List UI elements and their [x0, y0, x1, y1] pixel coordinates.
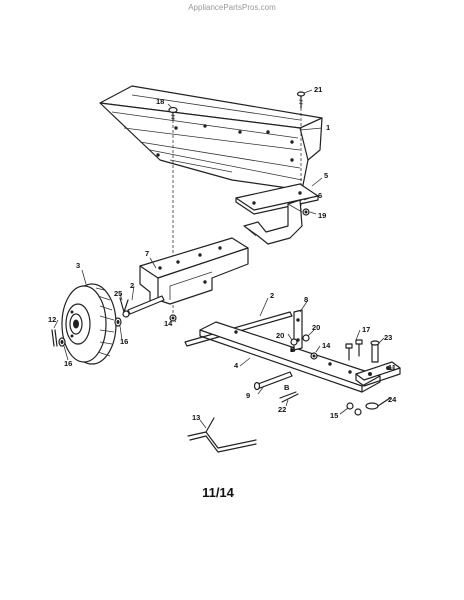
nut-20-upper: [302, 334, 310, 342]
axle-stub-part: [122, 295, 165, 318]
nut-15: [346, 402, 362, 416]
bolt-9: [253, 371, 293, 391]
cotter-pin-12: [51, 329, 58, 347]
page-number: 11/14: [202, 485, 235, 500]
carriage-bolt-18: [168, 106, 178, 121]
callout-1: 1: [326, 123, 330, 132]
callout-leaders: [53, 89, 394, 429]
callout-21: 21: [314, 85, 322, 94]
carriage-bolt-21: [296, 91, 306, 109]
callout-17: 17: [362, 325, 370, 334]
watermark-text: AppliancePartsPros.com: [188, 3, 276, 12]
wheel-part: [61, 283, 117, 365]
callout-16-left: 16: [64, 359, 72, 368]
hex-bolt-17: [345, 339, 363, 361]
callout-6: 6: [318, 191, 322, 200]
callout-18: 18: [156, 97, 164, 106]
tow-bar-part: [199, 321, 381, 393]
callout-13: 13: [192, 413, 200, 422]
callout-2-handle-tube: 2: [270, 291, 274, 300]
callout-20-upper: 20: [312, 323, 320, 332]
callout-8: 8: [304, 295, 308, 304]
callout-14-lower: 14: [164, 319, 173, 328]
callout-b-upper: B: [290, 345, 296, 354]
cart-tub-part: [99, 85, 323, 191]
callout-16-right: 16: [120, 337, 128, 346]
callout-b-lower: B: [284, 383, 290, 392]
callout-labels: 1 2 2 3 4 5 6 7 8 9 11 12 13 14 14 15 16…: [48, 85, 397, 422]
hitch-pin-23: [370, 340, 380, 363]
nut-14-mid: [310, 352, 318, 360]
callout-23: 23: [384, 333, 392, 342]
nut-19: [302, 208, 310, 216]
callout-19: 19: [318, 211, 326, 220]
nut-20-lower: [290, 338, 298, 346]
callout-22: 22: [278, 405, 286, 414]
callout-3: 3: [76, 261, 80, 270]
callout-5: 5: [324, 171, 328, 180]
hairpin-clip-25: [119, 297, 129, 313]
callout-14-mid: 14: [322, 341, 331, 350]
callout-7: 7: [145, 249, 149, 258]
nut-14-lower: [169, 314, 177, 322]
callout-11: 11: [388, 363, 396, 372]
callout-2-axle: 2: [130, 281, 134, 290]
callout-25: 25: [114, 289, 122, 298]
washer-16-left: [58, 337, 66, 347]
callout-24: 24: [388, 395, 397, 404]
callout-9: 9: [246, 391, 250, 400]
lynch-pin-24: [365, 397, 391, 410]
callout-12: 12: [48, 315, 56, 324]
mounting-plate-part: [235, 183, 319, 215]
washer-16-right: [114, 317, 122, 327]
callout-4: 4: [234, 361, 239, 370]
mounting-bracket-part: [243, 199, 303, 245]
callout-20-lower: 20: [276, 331, 284, 340]
hitch-clip-22: [279, 391, 299, 403]
hitch-bracket-part: [355, 361, 401, 387]
axle-channel-part: [139, 237, 249, 305]
handle-part: [187, 417, 257, 453]
callout-15: 15: [330, 411, 338, 420]
